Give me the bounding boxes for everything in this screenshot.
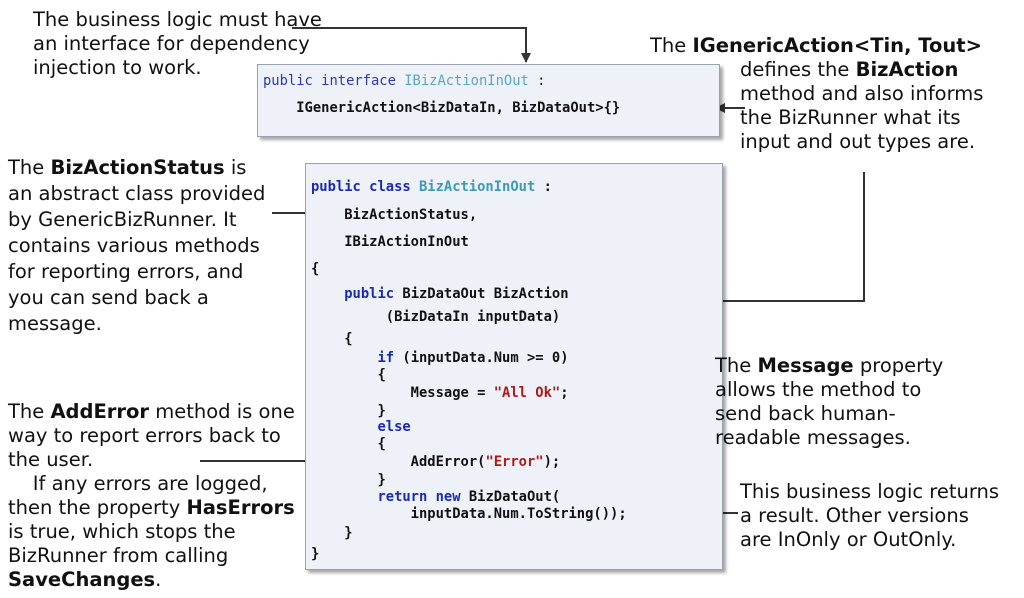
- class-code-box: [305, 163, 723, 570]
- class-code-line-1: public class BizActionInOut :: [311, 179, 552, 195]
- interface-code-line-1: public interface IBizActionInOut :: [263, 73, 546, 89]
- class-code-line-2: BizActionStatus,: [311, 207, 478, 223]
- adderror-note: The AddError method is one way to report…: [8, 400, 295, 591]
- class-code-line-11: }: [311, 403, 386, 419]
- class-code-line-18: }: [311, 525, 353, 541]
- interface-code-box: [257, 64, 720, 137]
- class-code-line-10: Message = "All Ok";: [311, 385, 569, 401]
- bizaction-arrow: [667, 172, 865, 306]
- class-code-line-15: }: [311, 472, 386, 488]
- class-code-line-3: IBizActionInOut: [311, 234, 469, 250]
- generic-action-note-body: defines the BizAction method and also in…: [740, 58, 984, 153]
- class-code-line-9: {: [311, 367, 386, 383]
- class-code-line-8: if (inputData.Num >= 0): [311, 350, 569, 366]
- interface-note: The business logic must have an interfac…: [33, 8, 322, 79]
- class-code-line-12: else: [311, 419, 411, 435]
- class-code-line-14: AddError("Error");: [311, 454, 561, 470]
- class-code-line-16: return new BizDataOut(: [311, 489, 561, 505]
- class-code-line-4: {: [311, 261, 320, 277]
- class-code-line-19: }: [311, 546, 320, 562]
- class-code-line-7: {: [311, 331, 353, 347]
- message-note: The Message property allows the method t…: [715, 354, 944, 449]
- interface-note-arrow: [292, 27, 531, 63]
- interface-code-line-2: IGenericAction<BizDataIn, BizDataOut>{}: [263, 100, 621, 116]
- class-code-line-6: (BizDataIn inputData): [311, 309, 561, 325]
- result-note: This business logic returns a result. Ot…: [740, 480, 1000, 551]
- class-code-line-5: public BizDataOut BizAction: [311, 286, 569, 302]
- class-code-line-13: {: [311, 436, 386, 452]
- class-code-line-17: inputData.Num.ToString());: [311, 506, 627, 522]
- status-note: The BizActionStatus is an abstract class…: [8, 156, 266, 335]
- generic-action-note: The IGenericAction<Tin, Tout>: [650, 34, 982, 57]
